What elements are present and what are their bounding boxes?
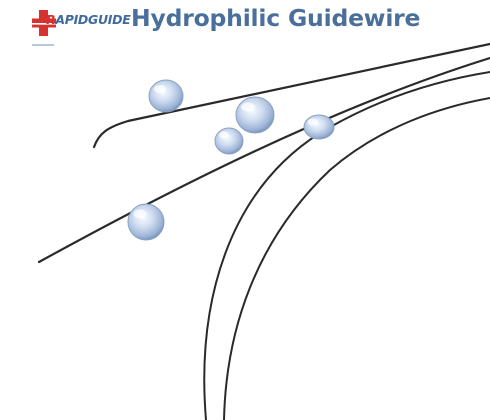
- brand-name-initial: R: [46, 12, 56, 27]
- water-droplets: [127, 79, 335, 241]
- guidewire-curve-outer: [203, 71, 490, 420]
- droplet: [235, 96, 275, 134]
- droplet: [148, 79, 184, 113]
- header: RAPIDGUIDE Hydrophilic Guidewire: [0, 0, 490, 60]
- brand-name: RAPIDGUIDE: [46, 12, 131, 27]
- brand-name-rest: APIDGUIDE: [55, 12, 131, 27]
- page-title: Hydrophilic Guidewire: [131, 4, 421, 32]
- medical-cross-icon: [32, 10, 56, 36]
- logo-underline: [32, 44, 54, 46]
- guidewires: [37, 42, 490, 420]
- droplet: [127, 203, 165, 241]
- droplet: [303, 114, 335, 140]
- brand-logo: RAPIDGUIDE: [32, 9, 131, 51]
- guidewire-hooked: [92, 42, 490, 149]
- guidewire-curve-inner: [223, 97, 490, 420]
- droplet: [214, 127, 244, 155]
- guidewire-straight: [37, 56, 490, 264]
